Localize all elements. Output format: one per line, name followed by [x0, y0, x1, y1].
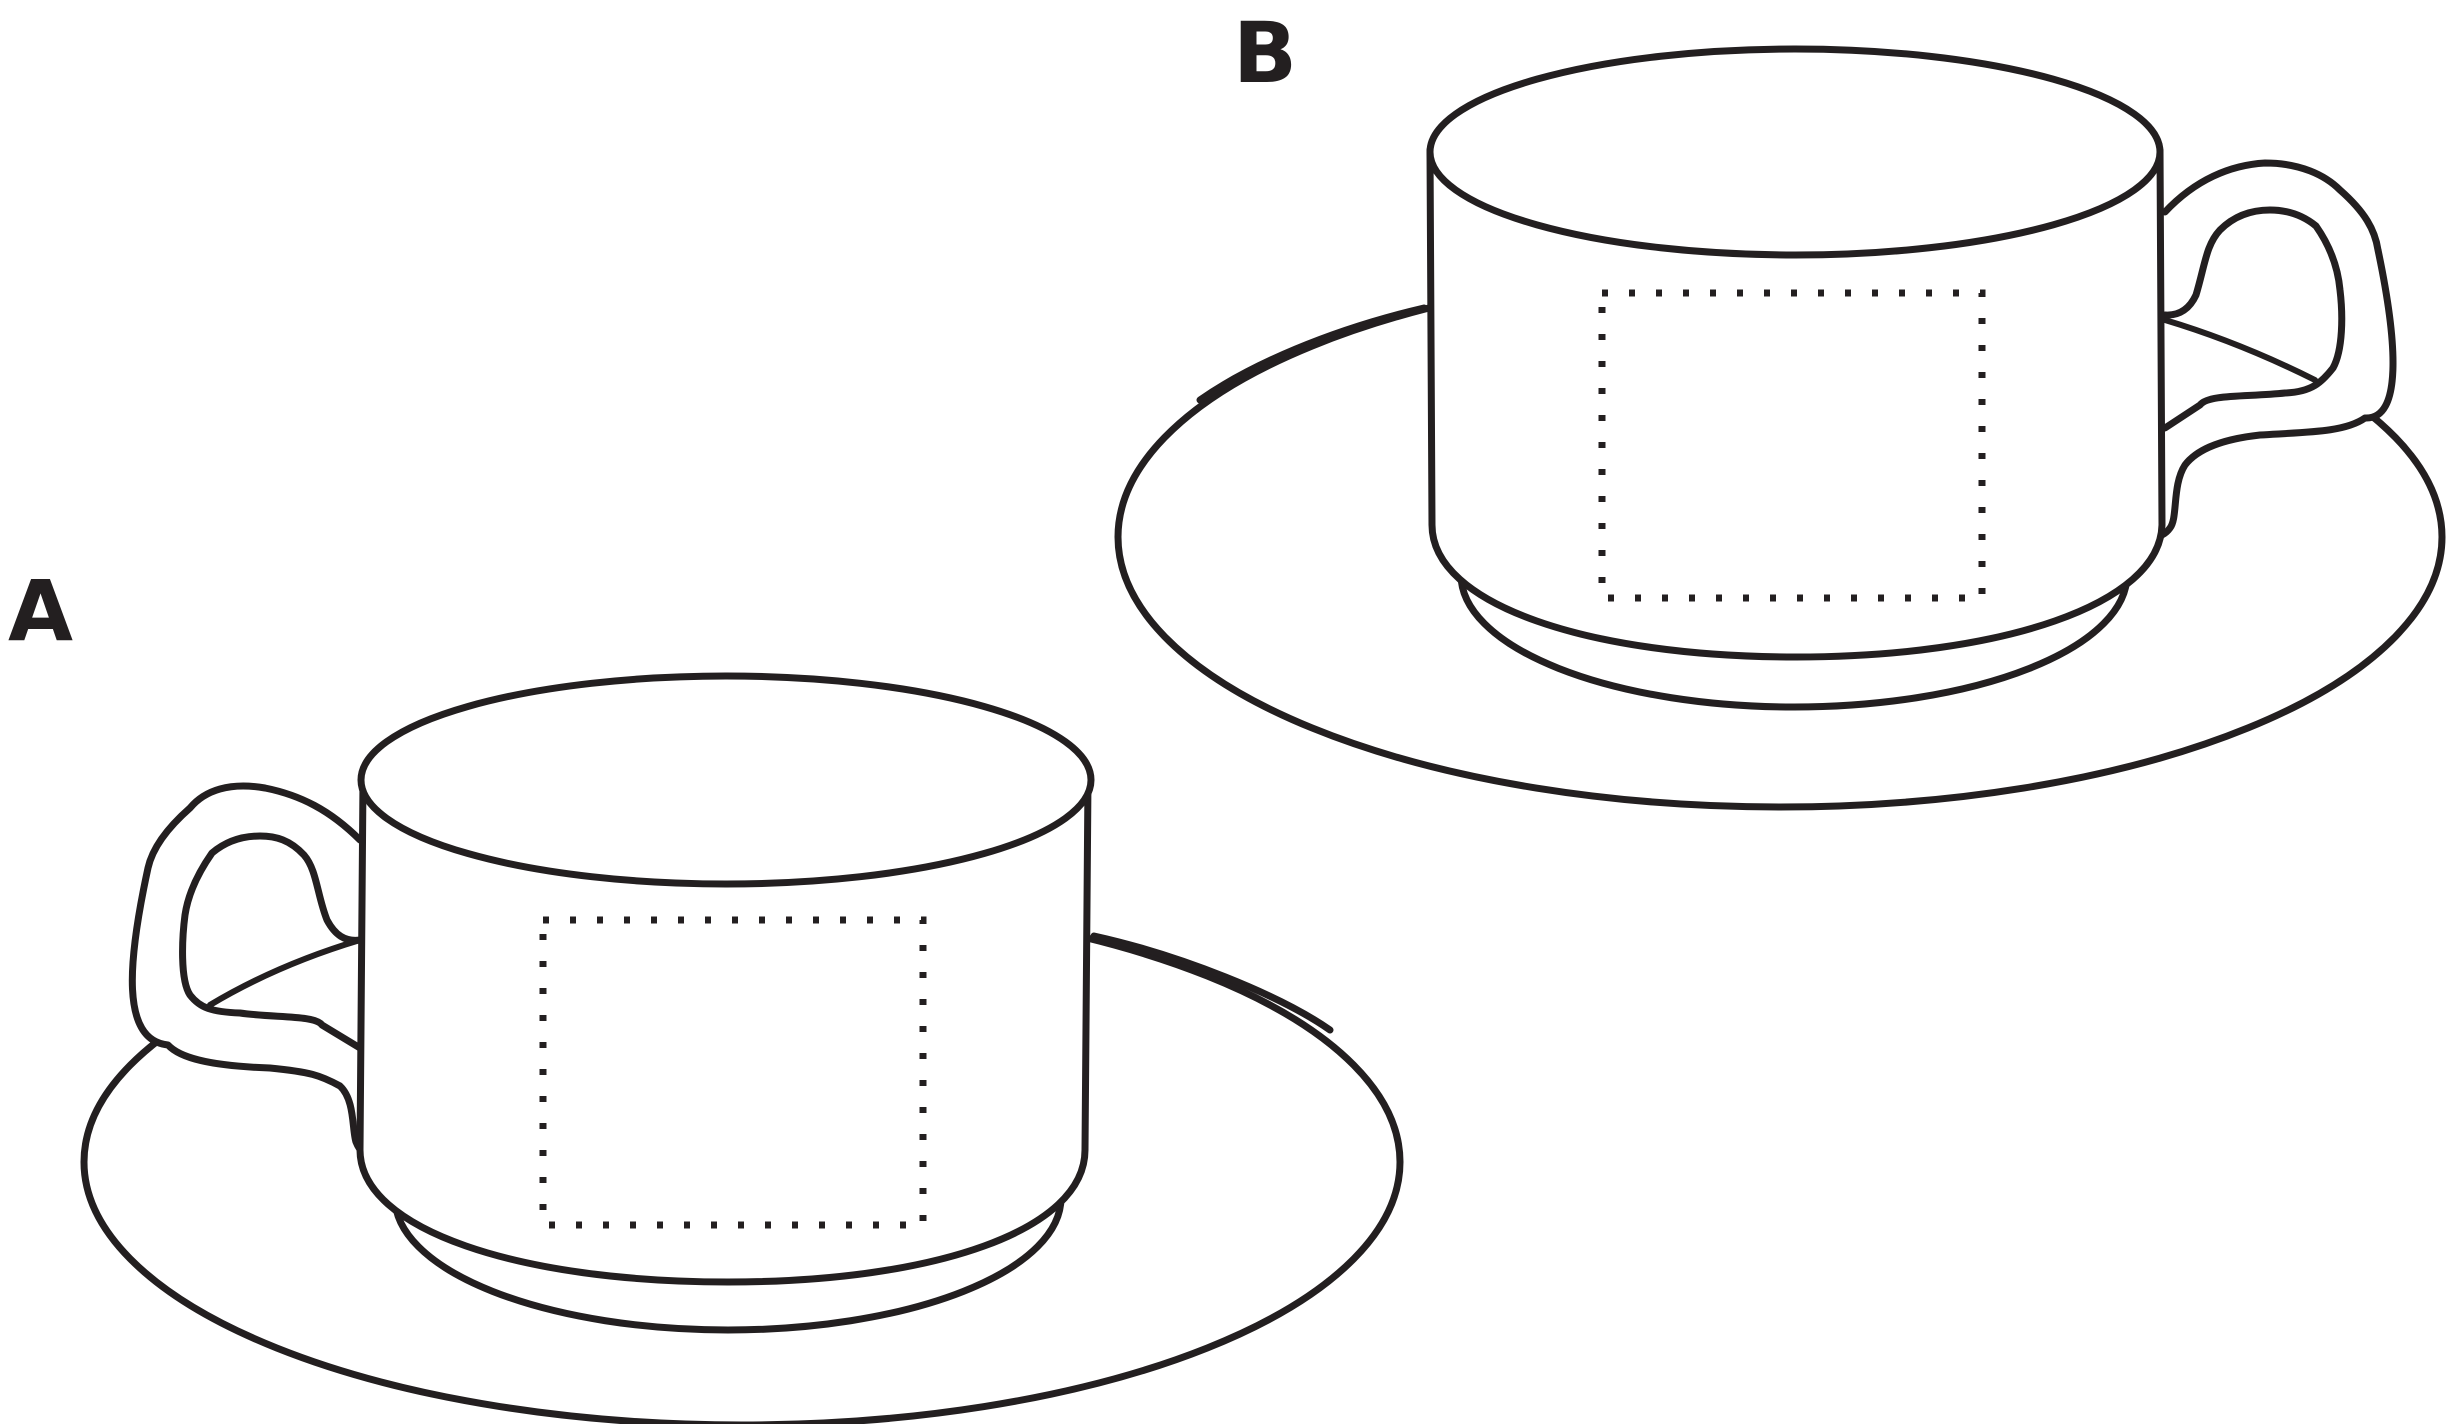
- panel-b-print-area: [1598, 289, 1986, 602]
- panel-a-cup-body: [356, 776, 1092, 1286]
- panel-b-handle: [2151, 159, 2397, 540]
- panel-b-label: B: [1233, 4, 1297, 102]
- panel-a: A: [8, 562, 1404, 1424]
- panel-b-cup-rim: [1426, 45, 2164, 259]
- panel-a-cup-rim: [357, 672, 1095, 888]
- panel-a-handle: [128, 782, 374, 1159]
- panel-b: B: [1114, 4, 2446, 811]
- panel-a-print-area: [539, 916, 927, 1229]
- panel-a-label: A: [8, 562, 73, 660]
- panel-b-cup-body: [1426, 146, 2166, 661]
